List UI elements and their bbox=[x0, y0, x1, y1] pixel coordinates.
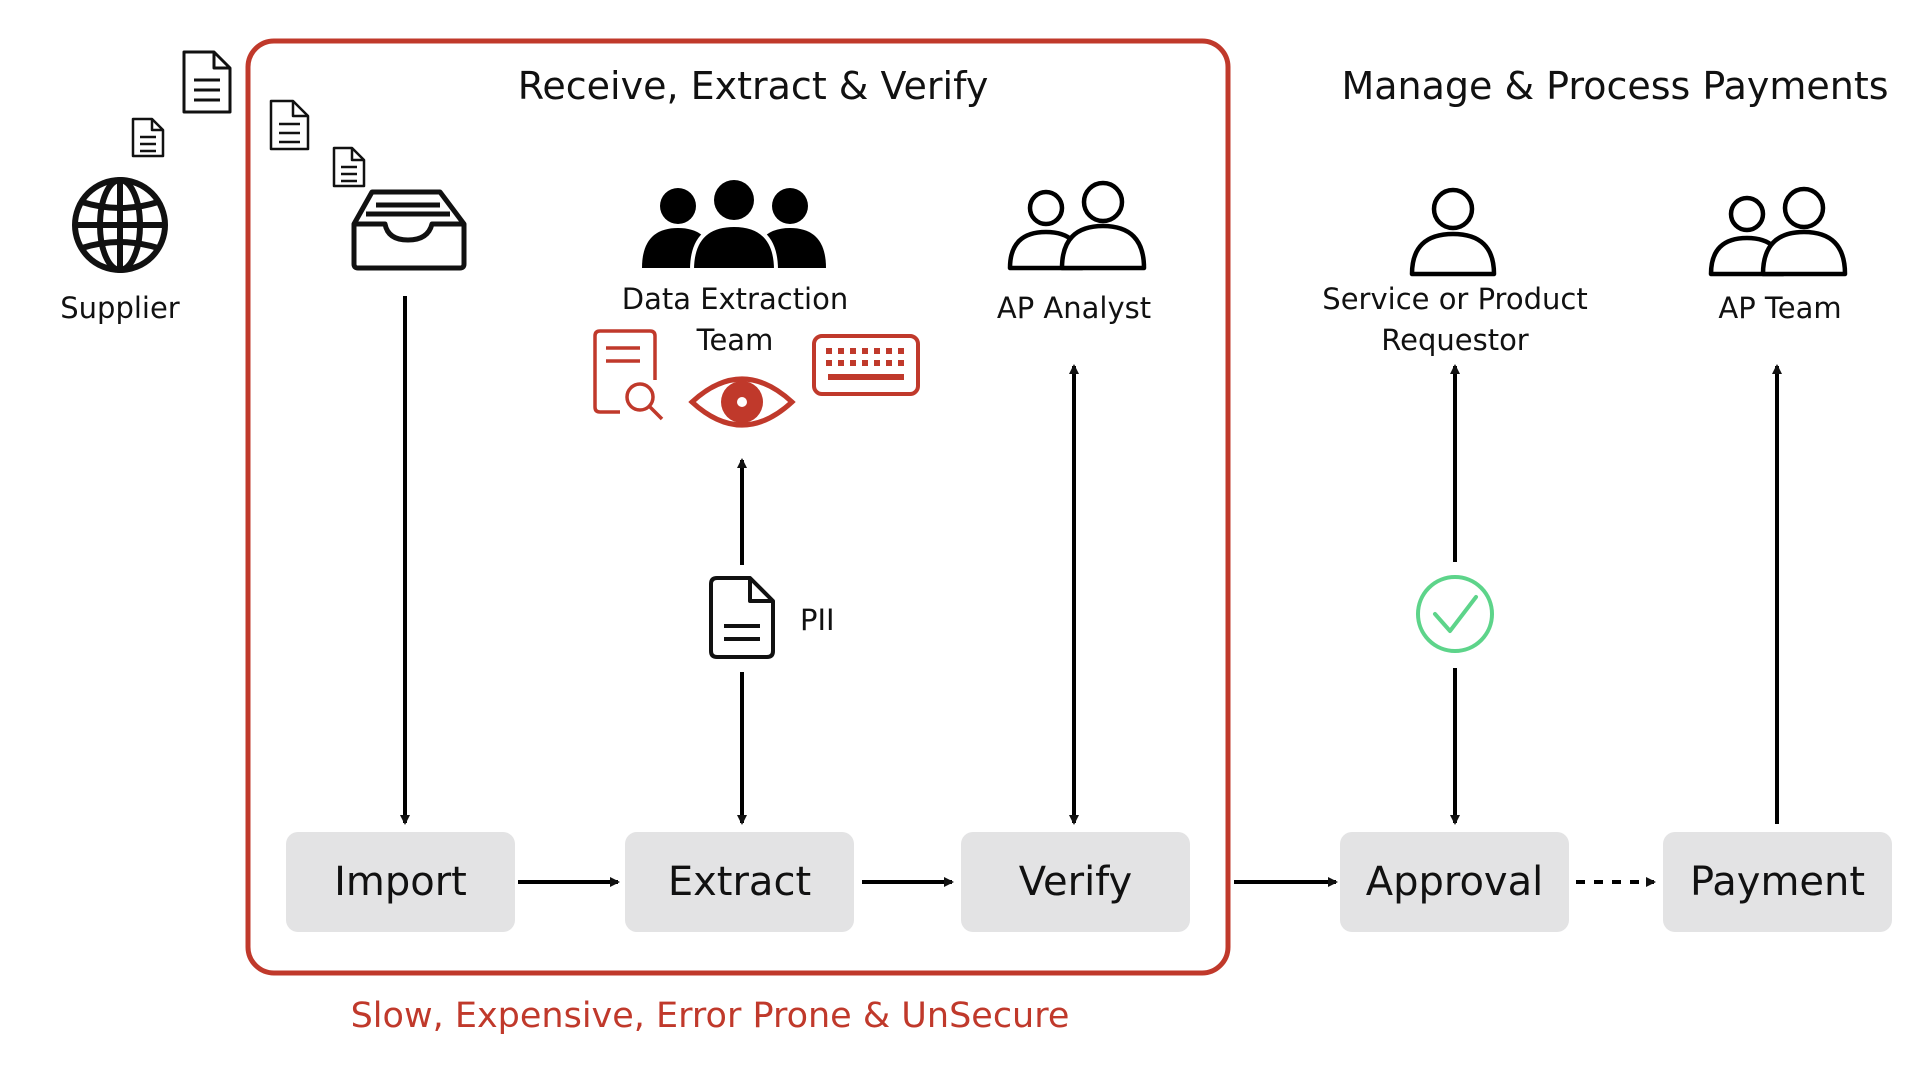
keyboard-icon bbox=[812, 334, 920, 396]
two-users-icon bbox=[1708, 186, 1848, 277]
import-step: Import bbox=[286, 832, 515, 932]
document-search-icon bbox=[593, 329, 664, 421]
document-icon bbox=[332, 146, 366, 188]
manage-payments-title: Manage & Process Payments bbox=[1341, 64, 1889, 108]
globe-icon bbox=[72, 177, 168, 273]
receive-extract-verify-title: Receive, Extract & Verify bbox=[517, 64, 989, 108]
extract-step: Extract bbox=[625, 832, 854, 932]
document-icon bbox=[269, 99, 310, 151]
payment-step: Payment bbox=[1663, 832, 1892, 932]
user-icon bbox=[1409, 187, 1497, 277]
document-icon bbox=[131, 117, 165, 158]
document-icon bbox=[709, 576, 775, 659]
data-team-label-line2: Team bbox=[696, 323, 774, 357]
requestor-label-line1: Service or Product bbox=[1322, 282, 1588, 316]
data-team-label-line1: Data Extraction bbox=[621, 282, 849, 316]
two-users-icon bbox=[1007, 180, 1147, 271]
ap-team-label: AP Team bbox=[1718, 291, 1842, 325]
eye-icon bbox=[688, 376, 796, 428]
check-circle-icon bbox=[1416, 575, 1494, 653]
requestor-label-line2: Requestor bbox=[1381, 323, 1529, 357]
document-icon bbox=[182, 50, 232, 114]
approval-step: Approval bbox=[1340, 832, 1569, 932]
inbox-tray-icon bbox=[351, 189, 467, 271]
receive-extract-verify-frame bbox=[245, 38, 1231, 976]
verify-step: Verify bbox=[961, 832, 1190, 932]
warning-note: Slow, Expensive, Error Prone & UnSecure bbox=[350, 996, 1070, 1036]
supplier-label: Supplier bbox=[60, 291, 180, 325]
ap-analyst-label: AP Analyst bbox=[996, 291, 1152, 325]
group-people-icon bbox=[642, 180, 826, 272]
pii-label: PII bbox=[800, 603, 835, 637]
